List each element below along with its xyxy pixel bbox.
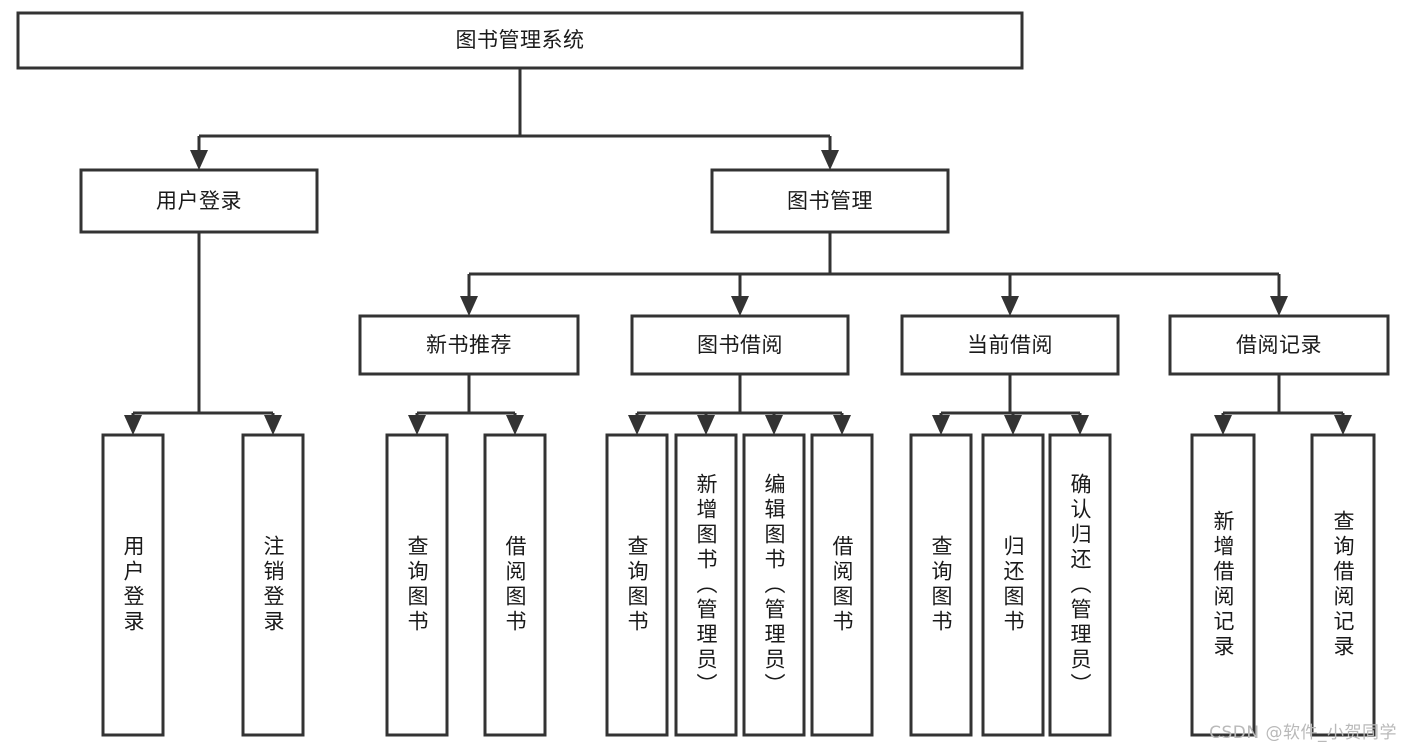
arrow-head-to-new-book-recommend [460,296,478,316]
watermark-text: CSDN @软件_小贺同学 [1209,723,1397,743]
leaf-box-leaf-query-borrow-record[interactable] [1310,433,1376,737]
root-box-root[interactable] [16,11,1024,70]
arrow-head-to-leaf-user-login [124,415,142,435]
arrow-head-to-leaf-confirm-return-admin [1071,415,1089,435]
arrow-head-to-user-login [190,150,208,170]
arrow-head-to-book-borrow [731,296,749,316]
arrow-head-to-leaf-logout-login [264,415,282,435]
leaf-box-leaf-query-book-1[interactable] [385,433,449,737]
leaf-box-leaf-confirm-return-admin[interactable] [1048,433,1112,737]
arrow-head-to-leaf-add-book-admin [697,415,715,435]
arrow-head-to-book-manage [821,150,839,170]
level2-box-user-login[interactable] [79,168,319,234]
leaf-box-leaf-add-book-admin[interactable] [674,433,738,737]
leaf-box-leaf-add-borrow-record[interactable] [1190,433,1256,737]
connectors-layer [124,68,1352,435]
leaf-box-leaf-user-login[interactable] [101,433,165,737]
leaf-box-leaf-borrow-book-1[interactable] [483,433,547,737]
level3-box-new-book-recommend[interactable] [358,314,580,376]
arrow-head-to-leaf-borrow-book-2 [833,415,851,435]
level2-box-book-manage[interactable] [710,168,950,234]
leaf-box-leaf-return-book[interactable] [981,433,1045,737]
arrow-head-to-leaf-query-book-3 [932,415,950,435]
arrow-head-to-leaf-query-borrow-record [1334,415,1352,435]
arrow-head-to-leaf-borrow-book-1 [506,415,524,435]
leaf-box-leaf-query-book-2[interactable] [605,433,669,737]
arrow-head-to-leaf-add-borrow-record [1214,415,1232,435]
leaf-box-leaf-logout-login[interactable] [241,433,305,737]
arrow-head-to-leaf-return-book [1004,415,1022,435]
arrow-head-to-current-borrow [1001,296,1019,316]
level3-box-borrow-record[interactable] [1168,314,1390,376]
leaf-box-leaf-borrow-book-2[interactable] [810,433,874,737]
arrow-head-to-leaf-edit-book-admin [765,415,783,435]
boxes-layer [16,11,1390,737]
leaf-box-leaf-query-book-3[interactable] [909,433,973,737]
level3-box-book-borrow[interactable] [630,314,850,376]
arrow-head-to-leaf-query-book-1 [408,415,426,435]
leaf-box-leaf-edit-book-admin[interactable] [742,433,806,737]
arrow-head-to-leaf-query-book-2 [628,415,646,435]
level3-box-current-borrow[interactable] [900,314,1120,376]
arrow-head-to-borrow-record [1270,296,1288,316]
